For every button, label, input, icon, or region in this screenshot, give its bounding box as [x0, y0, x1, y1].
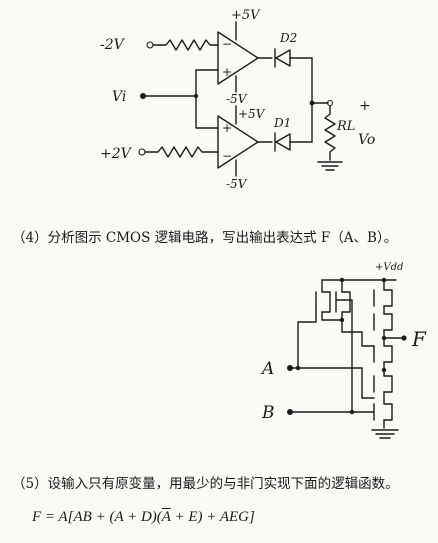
svg-text:A: A — [260, 359, 274, 379]
output-f-terminal — [401, 335, 407, 341]
diode-d2 — [275, 49, 291, 67]
opamp-circuit-diagram: +5V -2V Vi +2V -5V +5V -5V D2 D1 RL + Vo… — [100, 8, 375, 191]
svg-text:−: − — [222, 37, 232, 51]
svg-text:+: + — [359, 98, 371, 114]
svg-text:−: − — [222, 149, 232, 163]
formula-lhs: F = A[AB + (A + D)( — [32, 509, 162, 525]
terminal-pos2v — [138, 148, 146, 156]
terminal-neg2v — [146, 41, 154, 49]
svg-text:-2V: -2V — [100, 37, 126, 53]
svg-text:-5V: -5V — [226, 92, 248, 106]
svg-text:+: + — [222, 65, 232, 79]
question-4-text: （4）分析图示 CMOS 逻辑电路，写出输出表达式 F（A、B）。 — [12, 230, 398, 246]
resistor-rl — [324, 105, 336, 161]
terminal-vi — [140, 93, 146, 99]
svg-text:+2V: +2V — [100, 146, 133, 162]
svg-text:D1: D1 — [273, 116, 291, 130]
svg-text:D2: D2 — [279, 31, 297, 45]
svg-text:B: B — [261, 403, 275, 423]
diode-d1 — [275, 133, 291, 151]
formula-rhs: + E) + AEG] — [170, 509, 255, 525]
input-b-terminal — [287, 409, 293, 415]
svg-text:+5V: +5V — [231, 8, 261, 23]
question-5-text: （5）设输入只有原变量，用最少的与非门实现下面的逻辑函数。 — [12, 476, 399, 492]
svg-text:Vo: Vo — [358, 132, 375, 148]
svg-text:-5V: -5V — [226, 177, 248, 191]
svg-text:RL: RL — [336, 119, 355, 134]
svg-text:+5V: +5V — [238, 107, 266, 121]
formula-a-bar: A — [161, 509, 171, 525]
opamp-1 — [217, 31, 259, 85]
opamp-2 — [217, 115, 259, 169]
input-a-terminal — [287, 365, 293, 371]
logic-formula: F = A[AB + (A + D)(A + E) + AEG] — [32, 509, 255, 526]
svg-text:+: + — [222, 121, 232, 135]
svg-text:F: F — [411, 327, 427, 351]
svg-text:Vi: Vi — [112, 89, 126, 105]
svg-text:+Vdd: +Vdd — [375, 262, 403, 273]
